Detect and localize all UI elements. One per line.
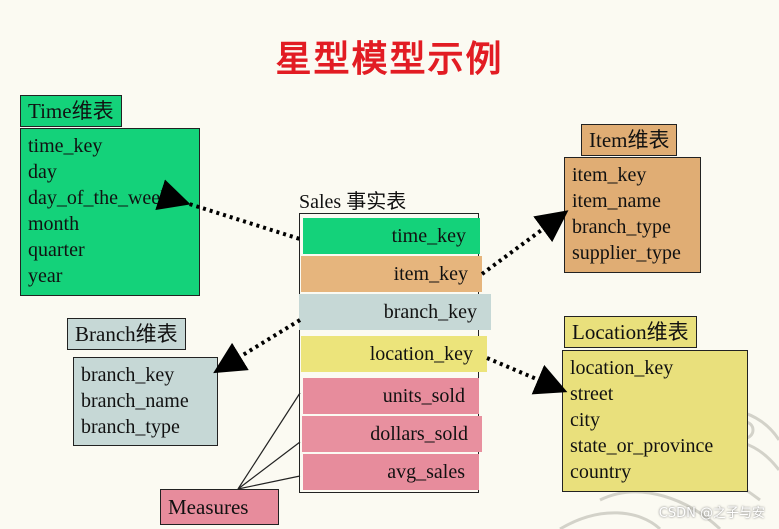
link-time	[183, 202, 303, 240]
measures-line	[238, 393, 300, 489]
watermark: CSDN @之子与安	[659, 502, 765, 521]
link-item	[482, 215, 562, 274]
link-branch	[220, 320, 300, 369]
link-location	[487, 358, 560, 389]
